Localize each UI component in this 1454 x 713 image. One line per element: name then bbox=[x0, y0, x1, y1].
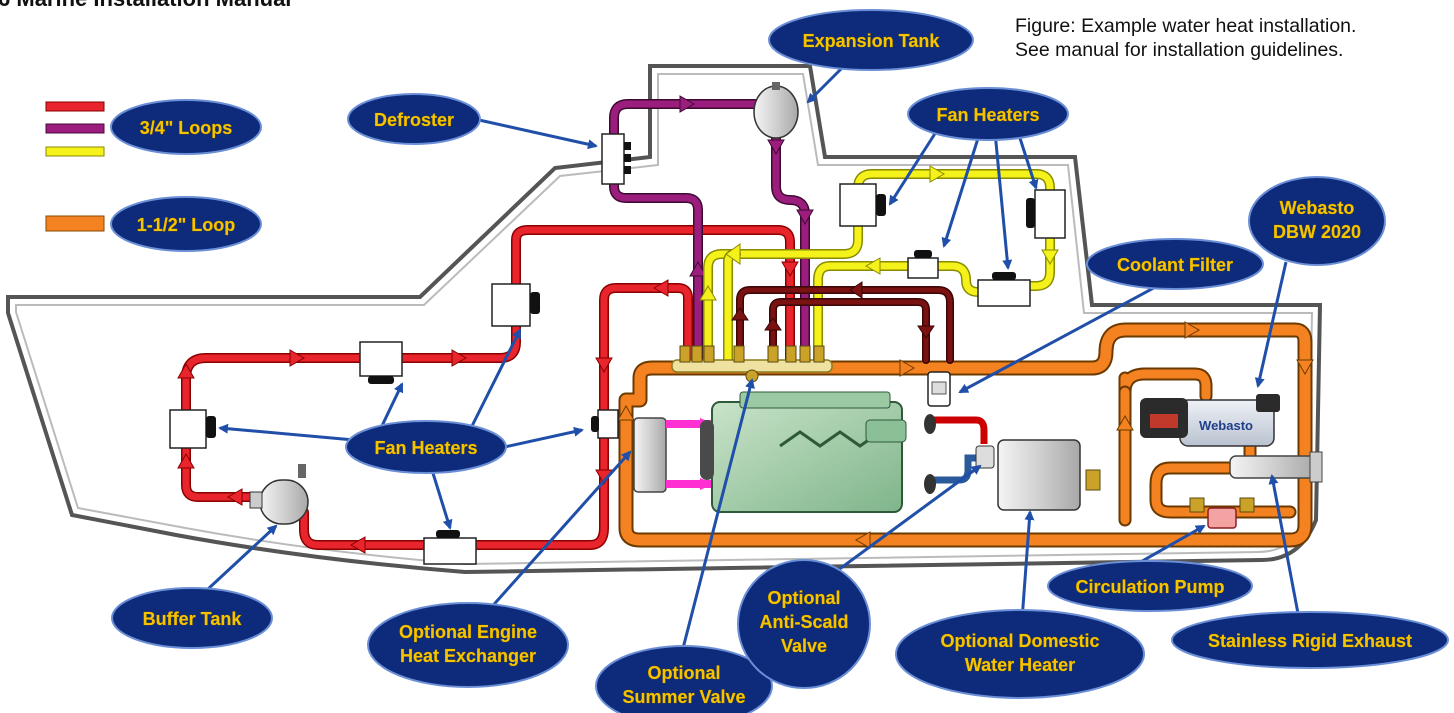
callout-fan-heaters-center: Fan Heaters bbox=[345, 420, 507, 474]
dark-red-flow-arrows bbox=[731, 281, 935, 339]
yellow-flow-arrows bbox=[699, 165, 1059, 301]
fan-heater-6 bbox=[839, 183, 886, 227]
callout-circulation-pump: Circulation Pump bbox=[1047, 560, 1253, 612]
callout-buffer-tank-label: Buffer Tank bbox=[143, 609, 243, 629]
callout-engine-heat-exchanger: Optional Engine Heat Exchanger bbox=[367, 602, 569, 688]
defroster bbox=[601, 133, 631, 185]
callout-three-quarter-loops: 3/4" Loops bbox=[110, 99, 262, 155]
caption-line-2: See manual for installation guidelines. bbox=[1015, 39, 1344, 61]
legend-three-quarter-loops-label: 3/4" Loops bbox=[140, 118, 233, 138]
callout-defroster-label: Defroster bbox=[374, 110, 454, 130]
purple-flow-arrows bbox=[679, 95, 814, 277]
orange-flow-arrows bbox=[617, 321, 1314, 549]
callout-webasto-line1: Webasto bbox=[1280, 198, 1355, 218]
boat-hull-outline bbox=[6, 64, 1323, 575]
fan-heater-3 bbox=[169, 409, 216, 449]
fan-heater-9 bbox=[977, 272, 1031, 307]
expansion-tank bbox=[753, 82, 799, 139]
fan-heaters-left bbox=[169, 283, 619, 565]
callout-anti-scald-line1: Optional bbox=[768, 588, 841, 608]
callout-circulation-pump-label: Circulation Pump bbox=[1075, 577, 1224, 597]
callout-webasto-line2: DBW 2020 bbox=[1273, 222, 1361, 242]
fan-heater-8 bbox=[907, 250, 939, 279]
purple-loop bbox=[609, 99, 810, 365]
callout-fan-heaters-top-label: Fan Heaters bbox=[936, 105, 1039, 125]
fan-heater-4 bbox=[423, 530, 477, 565]
page-number-fragment: 6 bbox=[0, 0, 10, 11]
stainless-exhaust bbox=[1229, 451, 1323, 483]
callout-summer-valve: Optional Summer Valve bbox=[595, 645, 773, 713]
manifold bbox=[671, 345, 833, 383]
anti-scald-valve bbox=[975, 445, 995, 469]
legend-orange-swatch bbox=[45, 215, 105, 232]
callout-buffer-tank: Buffer Tank bbox=[111, 587, 273, 649]
page-header: 6 Marine Installation Manual bbox=[0, 0, 291, 12]
buffer-tank bbox=[249, 464, 309, 525]
callout-exhaust-label: Stainless Rigid Exhaust bbox=[1208, 631, 1412, 651]
callout-expansion-tank-label: Expansion Tank bbox=[803, 31, 941, 51]
callout-engine-hx-line2: Heat Exchanger bbox=[400, 646, 536, 666]
fan-heaters-right bbox=[839, 183, 1066, 307]
domestic-water-heater bbox=[924, 414, 1101, 511]
callout-engine-hx-line1: Optional Engine bbox=[399, 622, 537, 642]
callout-anti-scald-line2: Anti-Scald bbox=[759, 612, 848, 632]
callout-fan-heaters-top: Fan Heaters bbox=[907, 87, 1069, 141]
callout-domestic-water-heater: Optional Domestic Water Heater bbox=[895, 609, 1145, 699]
caption-line-1: Figure: Example water heat installation. bbox=[1015, 15, 1357, 37]
engine bbox=[700, 391, 907, 513]
callout-one-half-loop: 1-1/2" Loop bbox=[110, 196, 262, 252]
page-title: Marine Installation Manual bbox=[16, 0, 291, 11]
callout-summer-valve-line2: Summer Valve bbox=[622, 687, 745, 707]
webasto-brand: Webasto bbox=[1199, 418, 1253, 433]
dark-red-return bbox=[736, 286, 954, 364]
legend-purple-swatch bbox=[45, 123, 105, 134]
legend-yellow-swatch bbox=[45, 146, 105, 157]
callout-anti-scald: Optional Anti-Scald Valve bbox=[737, 559, 871, 689]
fan-heater-2 bbox=[359, 341, 403, 384]
callout-webasto: Webasto DBW 2020 bbox=[1248, 176, 1386, 266]
fan-heater-5 bbox=[591, 409, 619, 439]
coolant-filter bbox=[927, 371, 951, 407]
callout-coolant-filter-label: Coolant Filter bbox=[1117, 255, 1233, 275]
callout-defroster: Defroster bbox=[347, 93, 481, 145]
fan-heater-7 bbox=[1026, 189, 1066, 239]
callout-expansion-tank: Expansion Tank bbox=[768, 9, 974, 71]
legend bbox=[45, 101, 105, 232]
callout-domestic-line1: Optional Domestic bbox=[940, 631, 1099, 651]
callout-exhaust: Stainless Rigid Exhaust bbox=[1171, 611, 1449, 669]
callout-fan-heaters-center-label: Fan Heaters bbox=[374, 438, 477, 458]
webasto-heater: Webasto bbox=[1140, 394, 1280, 447]
figure-caption: Figure: Example water heat installation.… bbox=[1015, 14, 1435, 62]
callout-summer-valve-line1: Optional bbox=[648, 663, 721, 683]
circulation-pump bbox=[1189, 497, 1255, 529]
callout-domestic-line2: Water Heater bbox=[965, 655, 1075, 675]
legend-red-swatch bbox=[45, 101, 105, 112]
callout-anti-scald-line3: Valve bbox=[781, 636, 827, 656]
callout-coolant-filter: Coolant Filter bbox=[1086, 238, 1264, 290]
legend-one-half-loop-label: 1-1/2" Loop bbox=[137, 215, 236, 235]
fan-heater-1 bbox=[491, 283, 540, 327]
